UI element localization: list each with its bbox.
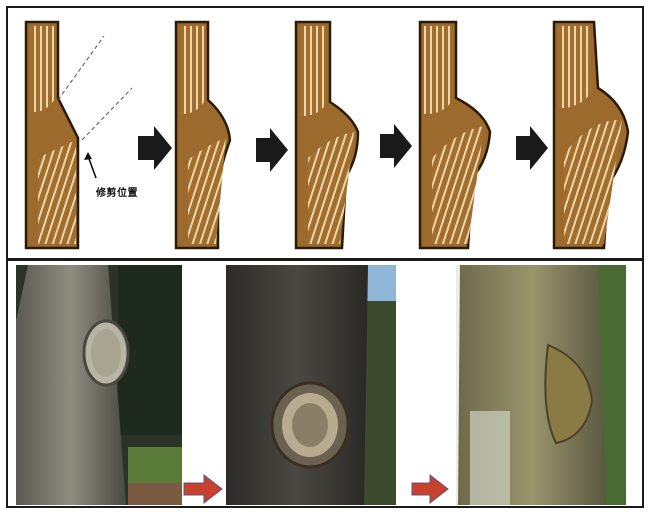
stage-4-trunk [420,22,490,248]
stage-5-trunk [554,22,628,248]
healing-diagram: 修剪位置 [8,8,642,258]
photo-callus-ring [226,265,396,505]
stage-arrow [516,126,548,170]
photo-arrow [184,475,222,503]
healing-stages-svg [8,8,642,258]
stage-arrow [138,126,172,170]
cut-position-label: 修剪位置 [96,184,138,199]
cut-guide-line [82,88,132,140]
photo-healed [456,265,626,505]
stage-arrow [256,128,288,172]
stage-arrow [380,124,412,168]
stage-3-trunk [296,22,358,248]
photo-fresh-cut [16,265,182,505]
healing-photos [8,261,642,506]
cut-guide-line [58,36,104,100]
stage-2-trunk [176,22,230,248]
healing-photos-svg [8,261,642,506]
stage-1-trunk [26,22,132,248]
cut-pointer-arrowhead [84,152,92,160]
photo-arrow [412,475,448,503]
